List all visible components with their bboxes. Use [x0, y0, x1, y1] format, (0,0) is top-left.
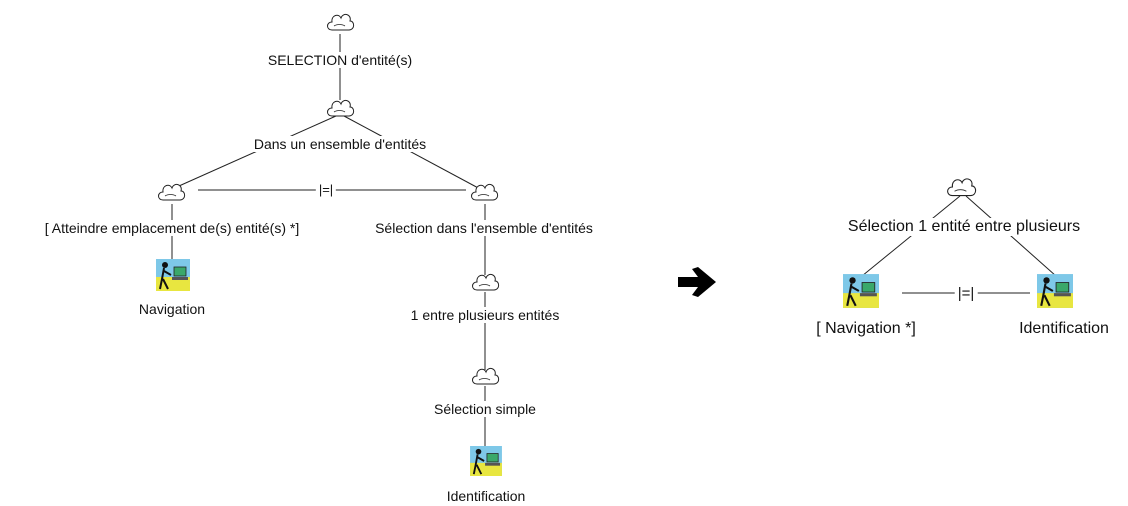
- task-label-right-branch: Sélection dans l'ensemble d'entités: [374, 220, 594, 236]
- relation-operator: |=|: [315, 183, 337, 197]
- task-label-identification: Identification: [445, 488, 527, 504]
- cloud-icon: [158, 183, 186, 201]
- cloud-icon: [471, 183, 499, 201]
- task-label-level3: 1 entre plusieurs entités: [409, 307, 561, 323]
- cloud-icon: [947, 178, 977, 197]
- task-label-navigation: Navigation: [137, 301, 207, 317]
- edge-r-root-left: [861, 195, 961, 277]
- edge-level1-left: [169, 115, 337, 191]
- task-label-right-root: Sélection 1 entité entre plusieurs: [846, 218, 1082, 236]
- cloud-icon: [472, 367, 500, 385]
- task-label-right-identification: Identification: [1018, 320, 1110, 338]
- task-label-root: SELECTION d'entité(s): [266, 52, 414, 68]
- user-at-computer-icon: [470, 446, 502, 476]
- task-label-level1: Dans un ensemble d'entités: [252, 136, 428, 152]
- user-at-computer-icon: [1037, 274, 1073, 308]
- relation-operator: |=|: [954, 286, 978, 302]
- task-label-left-branch: [ Atteindre emplacement de(s) entité(s) …: [43, 220, 301, 236]
- task-label-level4: Sélection simple: [433, 401, 537, 417]
- cloud-icon: [472, 273, 500, 291]
- cloud-icon: [327, 13, 355, 31]
- user-at-computer-icon: [843, 274, 879, 308]
- right-arrow-icon: [678, 267, 716, 297]
- edge-level1-right: [343, 115, 483, 191]
- edge-r-root-right: [965, 195, 1057, 277]
- task-label-right-navigation: [ Navigation *]: [815, 320, 917, 338]
- cloud-icon: [327, 99, 355, 117]
- user-at-computer-icon: [156, 259, 190, 291]
